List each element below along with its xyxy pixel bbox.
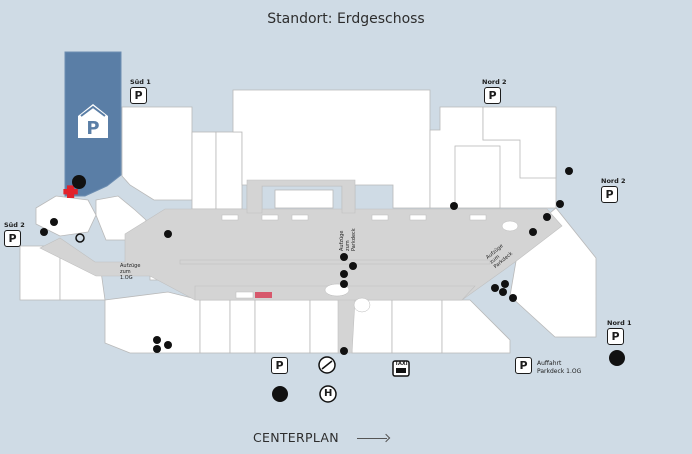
store-bottom-left[interactable] xyxy=(104,291,201,354)
parking-sued2-icon[interactable]: P xyxy=(4,230,21,247)
elevator-icon xyxy=(340,270,348,278)
bus-stop-label: H xyxy=(324,388,333,399)
atm-icon xyxy=(450,202,458,210)
service-icons xyxy=(40,167,625,402)
parking-parkdeck-icon[interactable]: P xyxy=(515,357,532,374)
aufzuege-label-left: Aufzüge zum 1.OG xyxy=(120,263,141,281)
parking-sued2-label: Süd 2 xyxy=(4,221,25,229)
elevator-icon xyxy=(50,218,58,226)
parkdeck-label-line1: Auffahrt xyxy=(537,360,562,367)
store-bottom-3[interactable] xyxy=(254,299,311,354)
arrow-right-icon[interactable] xyxy=(357,438,387,439)
store-south-5[interactable] xyxy=(35,195,97,237)
elevator-icon xyxy=(491,284,499,292)
corridor-details xyxy=(221,214,519,313)
pharmacy-icon xyxy=(63,185,78,199)
elevator-icon xyxy=(556,200,564,208)
store-north-corner[interactable] xyxy=(482,106,557,179)
centerplan-link[interactable]: CENTERPLAN xyxy=(253,430,339,445)
parking-sued1-icon[interactable]: P xyxy=(130,87,147,104)
store-south-col1[interactable] xyxy=(191,131,217,210)
escalator-icon xyxy=(40,228,48,236)
store-bottom-4[interactable] xyxy=(309,299,341,354)
page-title: Standort: Erdgeschoss xyxy=(267,11,425,27)
escalator-icon xyxy=(529,228,537,236)
svg-text:P: P xyxy=(86,118,99,139)
info-icon xyxy=(340,280,348,288)
escalator-icon xyxy=(565,167,573,175)
aufzuege-label-center: Aufzüge zum Parkdeck xyxy=(339,228,357,251)
fountain-right xyxy=(501,220,519,232)
parking-bottom-icon[interactable]: P xyxy=(271,357,288,374)
store-bottom-2[interactable] xyxy=(229,299,256,354)
wc-icon xyxy=(153,345,161,353)
car-return-icon xyxy=(272,386,288,402)
parking-nord1-label: Nord 1 xyxy=(607,319,632,327)
parking-nord1-icon[interactable]: P xyxy=(607,328,624,345)
store-bottom-1[interactable] xyxy=(199,299,231,354)
store-south-top[interactable] xyxy=(121,106,193,201)
store-highlight[interactable] xyxy=(255,292,272,298)
elevator-icon xyxy=(164,230,172,238)
escalator-icon xyxy=(340,347,348,355)
store-south-col2[interactable] xyxy=(215,131,243,210)
taxi-label: TAXI xyxy=(395,361,408,367)
elevator-icon xyxy=(501,280,509,288)
parking-nord2-icon[interactable]: P xyxy=(484,87,501,104)
bus-stop-icon xyxy=(319,385,337,403)
parking-nord2-label: Nord 2 xyxy=(482,78,507,86)
escalator-icon xyxy=(164,341,172,349)
store-bottom-6[interactable] xyxy=(391,299,443,354)
parking-sued1-label: Süd 1 xyxy=(130,78,151,86)
parkdeck-label-line2: Parkdeck 1.OG xyxy=(537,368,582,375)
baby-icon xyxy=(75,233,85,243)
wc-icon xyxy=(509,294,517,302)
fountain-bottom xyxy=(353,297,371,313)
elevator-icon xyxy=(543,213,551,221)
escalator-icon xyxy=(499,288,507,296)
store-north-col[interactable] xyxy=(454,145,501,209)
store-bottom-right[interactable] xyxy=(441,299,511,354)
escalator-icon xyxy=(340,253,348,261)
store-top-center-inner[interactable] xyxy=(274,189,334,209)
elevator-icon xyxy=(153,336,161,344)
parking-garage-icon: P xyxy=(78,104,108,139)
car-return-icon xyxy=(609,350,625,366)
transport-icons xyxy=(318,356,410,403)
wc-icon xyxy=(349,262,357,270)
car-return-icon xyxy=(72,175,86,189)
parking-nord2-right-label: Nord 2 xyxy=(601,177,626,185)
parking-nord2-right-icon[interactable]: P xyxy=(601,186,618,203)
